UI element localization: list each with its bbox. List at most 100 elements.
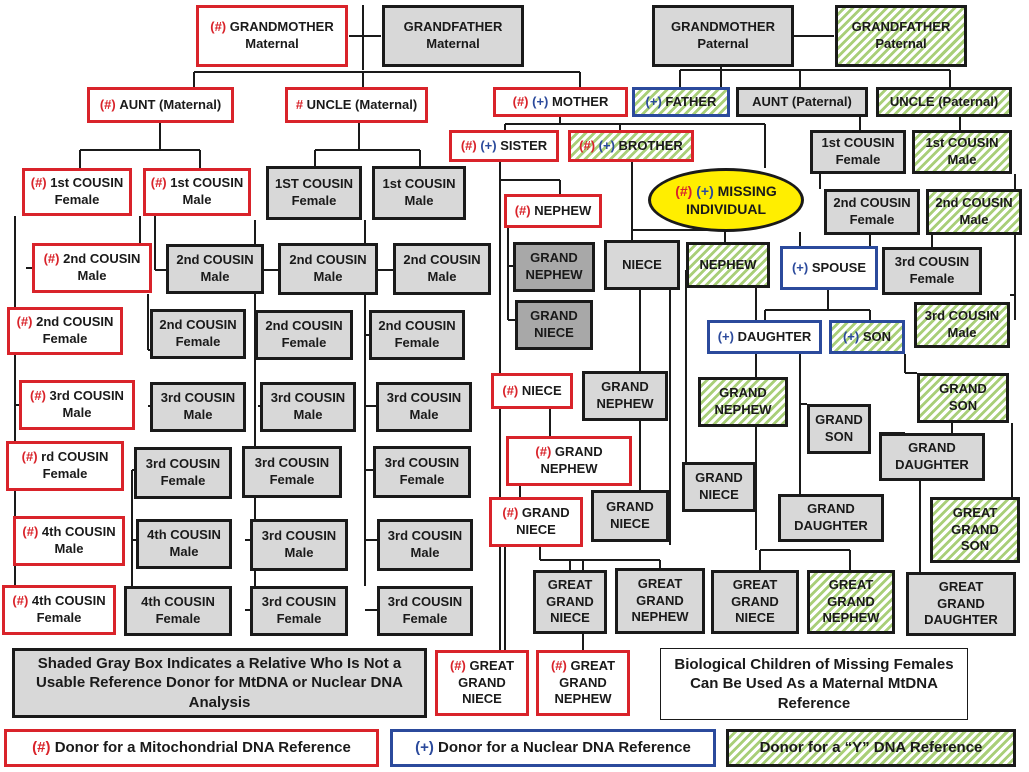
mito-marker: #	[295, 96, 304, 112]
relative-label: 3rd COUSIN	[384, 455, 460, 471]
relative-sublabel: GRAND	[951, 521, 999, 537]
relative-sublabel: Female	[909, 271, 955, 286]
son-box: (+) SON	[829, 320, 905, 354]
relative-sublabel: NEPHEW	[540, 461, 598, 476]
relative-label: SPOUSE	[811, 259, 867, 275]
relative-label: 3rd COUSIN	[387, 594, 463, 610]
mito-marker: (#)	[21, 449, 38, 465]
relative-label: SISTER	[500, 137, 548, 153]
relative-sublabel: Male	[62, 405, 92, 420]
mito-marker: (#)	[43, 251, 60, 267]
relative-label: NEPHEW	[534, 202, 592, 218]
relative-sublabel: Male	[293, 407, 323, 422]
relative-label: GRAND	[908, 440, 956, 456]
relative-label: GREAT	[570, 657, 616, 673]
spouse-box: (+) SPOUSE	[780, 246, 878, 290]
mito-marker: (#)	[502, 505, 519, 521]
relative-sublabel: NIECE	[610, 516, 650, 531]
relative-label: 2nd COUSIN	[36, 314, 114, 330]
uncle-paternal-box: UNCLE (Paternal)	[876, 87, 1012, 117]
relative-sublabel: Maternal	[245, 36, 299, 51]
relative-sublabel: Female	[394, 335, 440, 350]
relative-sublabel: Male	[200, 269, 230, 284]
relative-label: FATHER	[665, 93, 717, 109]
relative-sublabel: Female	[160, 473, 206, 488]
nuclear-marker: (+)	[532, 93, 549, 109]
relative-sublabel: NEPHEW	[525, 267, 583, 282]
relative-sublabel: NIECE	[462, 691, 502, 707]
relative-label: GREAT	[732, 576, 778, 592]
relative-sublabel: Female	[155, 611, 201, 626]
mito-marker: (#)	[512, 93, 529, 109]
relative-sublabel: NIECE	[699, 487, 739, 502]
relative-sublabel: NEPHEW	[554, 691, 612, 707]
brother-box: (#) (+) BROTHER	[568, 130, 694, 162]
relative-label: GREAT	[828, 576, 874, 592]
relative-sublabel: Male	[183, 407, 213, 422]
brother-niece-box: NIECE	[604, 240, 680, 290]
relative-label: UNCLE (Maternal)	[306, 96, 418, 112]
relative-sublabel: GRAND	[827, 593, 875, 609]
relative-label: 4th COUSIN	[141, 594, 215, 610]
relative-label: DAUGHTER	[737, 328, 812, 344]
relative-label: UNCLE (Paternal)	[889, 93, 999, 109]
mito-marker: (#)	[32, 739, 51, 757]
nuclear-marker: (+)	[645, 93, 662, 109]
relative-sublabel: Female	[291, 193, 337, 208]
mito-marker: (#)	[30, 175, 47, 191]
relative-label: 1st COUSIN	[821, 135, 895, 151]
relative-label: GRAND	[719, 385, 767, 401]
relative-label: AUNT (Maternal)	[119, 96, 222, 112]
mito-marker: (#)	[514, 202, 531, 218]
relative-sublabel: Male	[959, 212, 989, 227]
relative-sublabel: NEPHEW	[822, 610, 880, 626]
relative-label: 3rd COUSIN	[261, 594, 337, 610]
relative-sublabel: GRAND	[546, 593, 594, 609]
relative-label: MOTHER	[552, 93, 609, 109]
relative-label: 1st COUSIN	[382, 176, 456, 192]
relative-label: GRAND	[554, 444, 603, 460]
relative-label: GREAT	[547, 576, 593, 592]
relative-sublabel: Female	[281, 335, 327, 350]
relative-label: 4th COUSIN	[41, 524, 116, 540]
nuclear-marker: (+)	[842, 328, 860, 344]
relative-label: GREAT	[938, 578, 984, 594]
relative-sublabel: Paternal	[697, 36, 749, 51]
legend-mito: (#) Donor for a Mitochondrial DNA Refere…	[4, 729, 379, 767]
relative-label: 3rd COUSIN	[254, 455, 330, 471]
mito-marker: (#)	[16, 314, 33, 330]
relative-sublabel: Male	[54, 541, 84, 556]
relative-label: 3rd COUSIN	[261, 528, 337, 544]
mito-marker: (#)	[550, 657, 567, 673]
relative-label: 3rd COUSIN	[49, 388, 124, 404]
mother-box: (#) (+) MOTHER	[493, 87, 628, 117]
relative-sublabel: Male	[169, 544, 199, 559]
relative-label: rd COUSIN	[41, 449, 109, 465]
relative-label: 2nd COUSIN	[935, 195, 1013, 211]
note-text: Shaded Gray Box Indicates a Relative Who…	[35, 654, 403, 711]
relative-label: GRANDMOTHER	[671, 19, 775, 35]
relative-sublabel: Male	[182, 192, 212, 207]
relative-sublabel: NEPHEW	[631, 609, 689, 625]
relative-label: GRAND	[530, 308, 578, 324]
relative-label: 3rd COUSIN	[145, 456, 221, 472]
